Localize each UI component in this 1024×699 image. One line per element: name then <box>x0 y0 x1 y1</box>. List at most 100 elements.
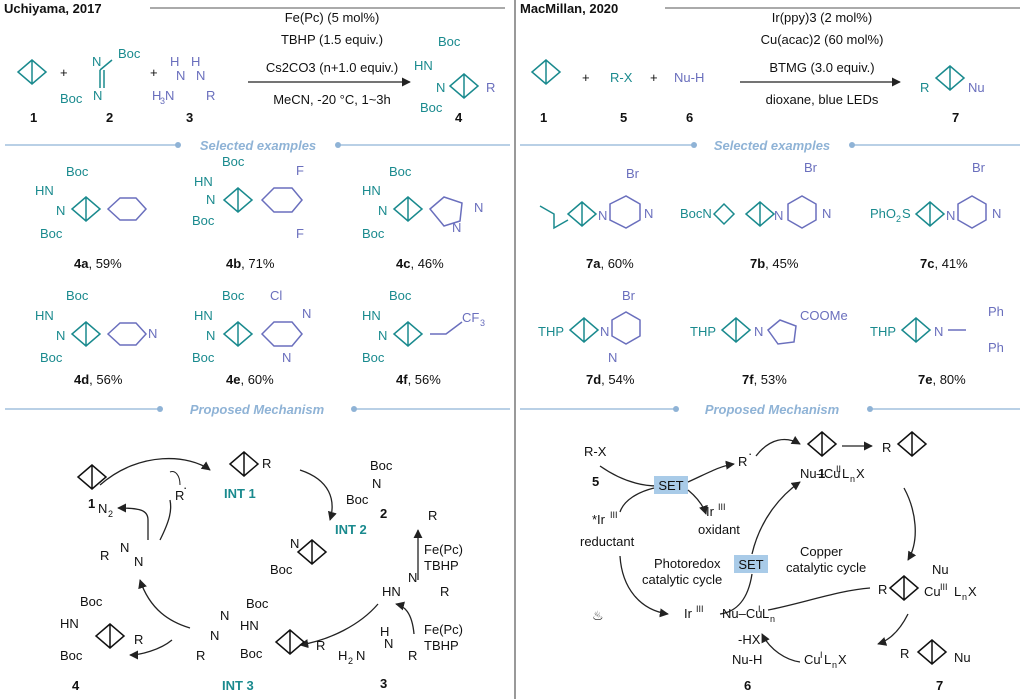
svg-text:R: R <box>440 584 449 599</box>
svg-text:3: 3 <box>480 318 485 328</box>
cmpd-label-4: 4 <box>455 110 463 125</box>
svg-text:-HX: -HX <box>738 632 761 647</box>
svg-text:·: · <box>748 446 752 461</box>
svg-text:III: III <box>696 604 704 614</box>
svg-text:1: 1 <box>88 496 95 511</box>
example-7f-label: 7f, 53% <box>742 372 787 387</box>
svg-text:F: F <box>296 163 304 178</box>
example-4f-label: 4f, 56% <box>396 372 441 387</box>
svg-text:R: R <box>900 646 909 661</box>
svg-text:oxidant: oxidant <box>698 522 740 537</box>
svg-text:N: N <box>452 220 461 235</box>
svg-text:Boc: Boc <box>438 34 461 49</box>
svg-text:Copper: Copper <box>800 544 843 559</box>
svg-text:TBHP: TBHP <box>424 638 459 653</box>
svg-text:N: N <box>56 328 65 343</box>
svg-text:R: R <box>408 648 417 663</box>
svg-text:Cu: Cu <box>804 652 821 667</box>
svg-text:Ph: Ph <box>988 304 1004 319</box>
svg-text:N: N <box>165 88 174 103</box>
svg-text:N: N <box>774 208 783 223</box>
svg-text:N: N <box>92 54 101 69</box>
example-7b-label: 7b, 45% <box>750 256 799 271</box>
left-mechanism-title: Proposed Mechanism <box>190 402 325 417</box>
svg-text:Nu: Nu <box>968 80 985 95</box>
svg-text:catalytic cycle: catalytic cycle <box>786 560 866 575</box>
svg-text:N: N <box>206 328 215 343</box>
svg-text:R: R <box>486 80 495 95</box>
svg-text:Boc: Boc <box>222 288 245 303</box>
svg-text:N: N <box>436 80 445 95</box>
svg-text:I: I <box>820 650 823 660</box>
svg-text:III: III <box>718 502 726 512</box>
svg-text:Cu: Cu <box>924 584 941 599</box>
svg-text:N: N <box>206 192 215 207</box>
svg-text:N: N <box>93 88 102 103</box>
right-cond-4: dioxane, blue LEDs <box>766 92 879 107</box>
svg-text:reductant: reductant <box>580 534 635 549</box>
svg-text:4: 4 <box>72 678 80 693</box>
svg-text:Nu-H: Nu-H <box>732 652 762 667</box>
svg-text:R: R <box>738 454 747 469</box>
svg-text:Br: Br <box>626 166 640 181</box>
svg-text:Boc: Boc <box>370 458 393 473</box>
svg-text:N: N <box>220 608 229 623</box>
svg-text:HN: HN <box>382 584 401 599</box>
svg-text:R: R <box>134 632 143 647</box>
svg-text:R: R <box>206 88 215 103</box>
svg-text:5: 5 <box>620 110 627 125</box>
set-box-bottom <box>734 555 768 573</box>
svg-text:Boc: Boc <box>389 164 412 179</box>
svg-text:III: III <box>940 582 948 592</box>
example-4b-label: 4b, 71% <box>226 256 275 271</box>
left-cond-2: TBHP (1.5 equiv.) <box>281 32 383 47</box>
int2-label: INT 2 <box>335 522 367 537</box>
svg-text:Boc: Boc <box>362 226 385 241</box>
svg-text:I: I <box>758 604 761 614</box>
svg-text:HN: HN <box>35 308 54 323</box>
svg-text:R: R <box>878 582 887 597</box>
svg-text:n: n <box>770 614 775 624</box>
left-examples-title: Selected examples <box>200 138 316 153</box>
svg-text:1: 1 <box>818 466 825 481</box>
svg-text:Br: Br <box>972 160 986 175</box>
svg-text:HN: HN <box>362 183 381 198</box>
product-4-structure: Boc HN N Boc R <box>414 34 495 115</box>
svg-text:Boc: Boc <box>66 288 89 303</box>
reagent-nuh: Nu-H <box>674 70 704 85</box>
svg-text:Photoredox: Photoredox <box>654 556 721 571</box>
svg-text:HN: HN <box>35 183 54 198</box>
svg-text:·: · <box>183 480 187 495</box>
svg-text:Br: Br <box>804 160 818 175</box>
svg-text:H: H <box>152 88 161 103</box>
svg-text:H: H <box>380 624 389 639</box>
svg-text:Boc: Boc <box>66 164 89 179</box>
svg-text:Boc: Boc <box>240 646 263 661</box>
svg-text:Ir: Ir <box>684 606 693 621</box>
svg-text:HN: HN <box>60 616 79 631</box>
example-4d-label: 4d, 56% <box>74 372 123 387</box>
svg-text:SET: SET <box>658 478 683 493</box>
cmpd-label-2: 2 <box>106 110 113 125</box>
svg-text:Fe(Pc): Fe(Pc) <box>424 622 463 637</box>
svg-text:N: N <box>134 554 143 569</box>
svg-text:*Ir: *Ir <box>592 512 606 527</box>
set-box-top <box>654 476 688 494</box>
svg-text:HN: HN <box>194 174 213 189</box>
example-4e-label: 4e, 60% <box>226 372 274 387</box>
svg-text:R-X: R-X <box>584 444 607 459</box>
svg-text:6: 6 <box>744 678 751 693</box>
example-4a-label: 4a, 59% <box>74 256 122 271</box>
svg-text:3: 3 <box>380 676 387 691</box>
left-mechanism-header: Proposed Mechanism <box>5 402 510 417</box>
example-7b-structure: BocN N NBr <box>680 160 831 229</box>
svg-text:2: 2 <box>380 506 387 521</box>
left-cond-1: Fe(Pc) (5 mol%) <box>285 10 380 25</box>
svg-text:Nu: Nu <box>932 562 949 577</box>
svg-text:7: 7 <box>952 110 959 125</box>
